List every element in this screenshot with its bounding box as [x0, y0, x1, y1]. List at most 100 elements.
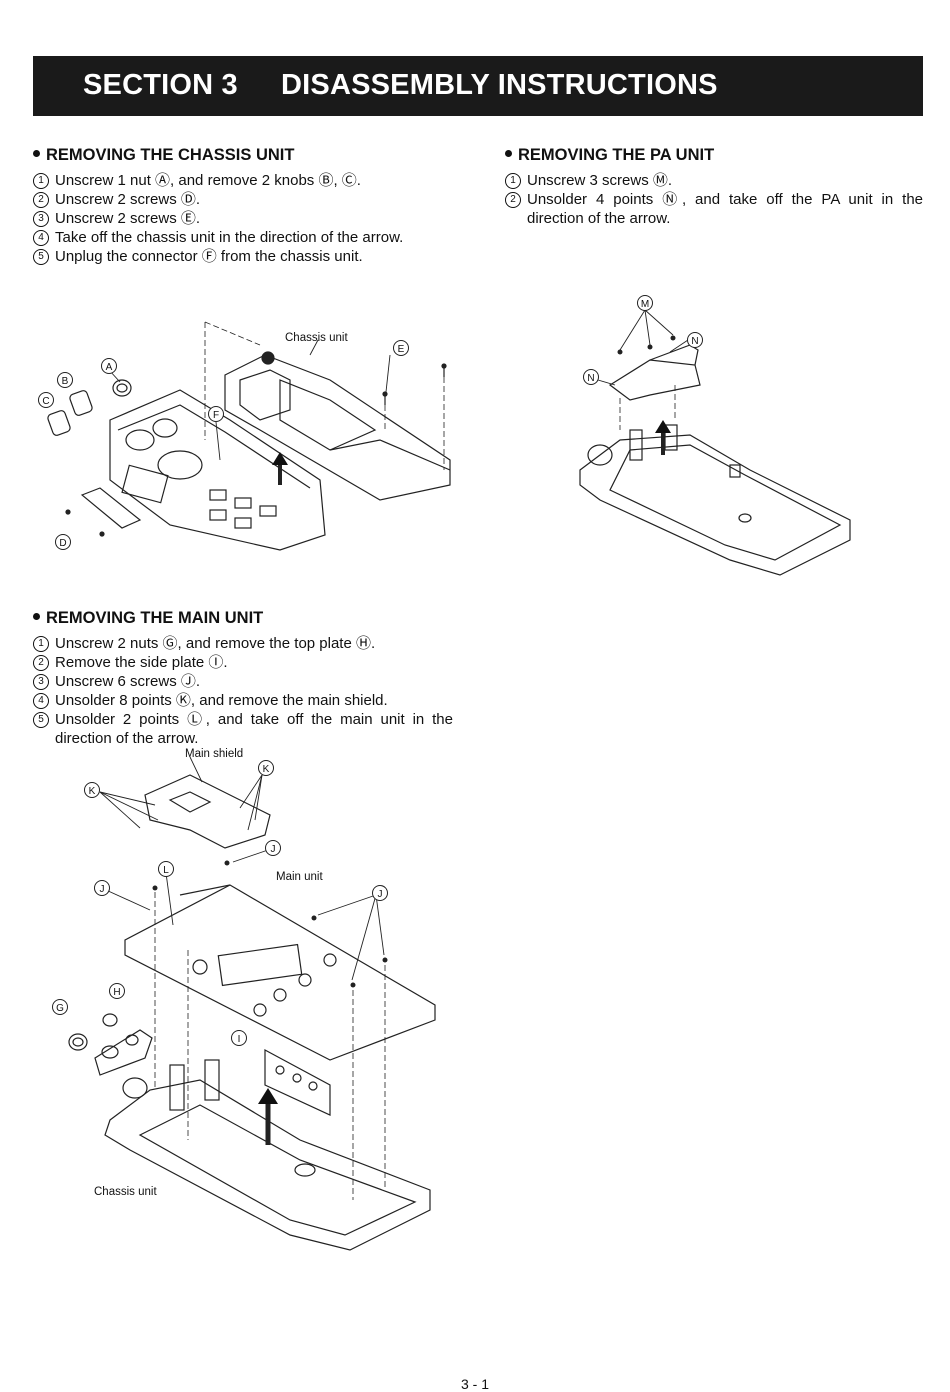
bullet-icon [505, 150, 512, 158]
section-header-banner: SECTION 3 DISASSEMBLY INSTRUCTIONS [33, 56, 923, 116]
chassis-step-list: 1 Unscrew 1 nut Ⓐ, and remove 2 knobs Ⓑ, … [33, 171, 453, 266]
callout-k: K [89, 786, 96, 797]
step-number: 1 [33, 636, 49, 652]
callout-h: H [113, 987, 120, 998]
callout-k: K [263, 764, 270, 775]
callout-a: A [106, 362, 113, 373]
callout-circles [52, 760, 388, 1046]
step-item: 2 Unscrew 2 screws Ⓓ. [33, 190, 453, 209]
step-number: 4 [33, 693, 49, 709]
section-number: SECTION 3 [83, 69, 238, 101]
callout-i: I [238, 1034, 241, 1045]
main-step-list: 1 Unscrew 2 nuts Ⓖ, and remove the top pl… [33, 634, 453, 748]
callout-n: N [587, 373, 594, 384]
pa-step-list: 1 Unscrew 3 screws Ⓜ. 2 Unsolder 4 points … [505, 171, 923, 228]
step-item: 3 Unscrew 6 screws Ⓙ. [33, 672, 453, 691]
callout-j: J [378, 889, 383, 900]
callout-circles [583, 295, 703, 385]
guide-lines [619, 385, 676, 430]
step-text: Unsolder 8 points Ⓚ, and remove the main… [55, 692, 388, 709]
main-disassembly-diagram: K K J L J J G H I Main shield Main unit … [52, 748, 436, 1251]
callout-n: N [691, 336, 698, 347]
callout-circles [38, 340, 409, 550]
main-unit-drawing [124, 884, 436, 1061]
callout-d: D [59, 538, 66, 549]
step-item: 2 Remove the side plate Ⓘ. [33, 653, 453, 672]
screw-drawings [617, 335, 676, 355]
step-item: 1 Unscrew 1 nut Ⓐ, and remove 2 knobs Ⓑ, … [33, 171, 453, 190]
pa-heading: REMOVING THE PA UNIT [505, 145, 923, 165]
step-item: 4 Unsolder 8 points Ⓚ, and remove the mai… [33, 691, 453, 710]
step-item: 1 Unscrew 3 screws Ⓜ. [505, 171, 923, 190]
step-text: Unplug the connector Ⓕ from the chassis … [55, 248, 363, 265]
callout-letters: K K J L J J G H I [56, 764, 382, 1045]
step-text: Unsolder 4 points Ⓝ, and take off the PA… [527, 191, 923, 227]
main-instructions: REMOVING THE MAIN UNIT 1 Unscrew 2 nuts Ⓖ… [33, 608, 453, 748]
step-number: 4 [33, 230, 49, 246]
bullet-icon [33, 150, 40, 158]
step-item: 1 Unscrew 2 nuts Ⓖ, and remove the top pl… [33, 634, 453, 653]
step-number: 3 [33, 211, 49, 227]
pa-instructions: REMOVING THE PA UNIT 1 Unscrew 3 screws Ⓜ… [505, 145, 923, 228]
step-text: Unscrew 2 nuts Ⓖ, and remove the top pla… [55, 635, 376, 652]
step-number: 2 [33, 192, 49, 208]
pa-disassembly-diagram: M N N [579, 295, 851, 576]
radio-body-drawing [109, 389, 326, 551]
step-number: 1 [33, 173, 49, 189]
screw-drawings [152, 860, 388, 988]
step-text: Unscrew 2 screws Ⓓ. [55, 191, 201, 208]
nut-drawings [68, 1013, 118, 1051]
callout-c: C [42, 396, 49, 407]
callout-letters: A B C D E F [42, 344, 404, 549]
leader-lines [597, 309, 689, 386]
main-heading: REMOVING THE MAIN UNIT [33, 608, 453, 628]
step-number: 2 [33, 655, 49, 671]
screw-e-drawings [382, 363, 447, 405]
callout-m: M [641, 299, 649, 310]
page-number: 3 - 1 [460, 1376, 489, 1392]
knob-drawings [47, 379, 132, 436]
chassis-unit-drawing [224, 351, 451, 501]
step-item: 4 Take off the chassis unit in the direct… [33, 228, 453, 247]
step-number: 5 [33, 249, 49, 265]
step-number: 5 [33, 712, 49, 728]
step-text: Unsolder 2 points Ⓛ, and take off the ma… [55, 711, 453, 747]
step-number: 1 [505, 173, 521, 189]
callout-j: J [100, 884, 105, 895]
callout-j: J [271, 844, 276, 855]
chassis-frame-drawing [579, 424, 851, 576]
chassis-disassembly-diagram: A B C D E F Chassis unit [38, 321, 451, 551]
step-item: 2 Unsolder 4 points Ⓝ, and take off the P… [505, 190, 923, 228]
part-labels: Main shield Main unit Chassis unit [94, 748, 323, 1198]
chassis-frame-drawing [104, 1059, 431, 1251]
step-number: 3 [33, 674, 49, 690]
main-unit-label: Main unit [276, 871, 323, 883]
leader-lines [99, 756, 385, 981]
chassis-unit-label: Chassis unit [285, 332, 348, 344]
plate-drawing [65, 487, 142, 537]
step-text: Remove the side plate Ⓘ. [55, 654, 228, 671]
chassis-unit-label: Chassis unit [94, 1186, 157, 1198]
step-item: 3 Unscrew 2 screws Ⓔ. [33, 209, 453, 228]
pa-unit-drawing [608, 344, 701, 401]
step-text: Unscrew 1 nut Ⓐ, and remove 2 knobs Ⓑ, Ⓒ… [55, 172, 361, 189]
guide-lines [154, 892, 386, 1200]
step-text: Take off the chassis unit in the directi… [55, 229, 404, 246]
guide-lines [204, 321, 445, 470]
main-shield-drawing [144, 774, 271, 849]
main-shield-label: Main shield [185, 748, 243, 760]
side-plate-drawing [264, 1048, 331, 1116]
callout-e: E [398, 344, 405, 355]
step-number: 2 [505, 192, 521, 208]
step-item: 5 Unplug the connector Ⓕ from the chassis… [33, 247, 453, 266]
step-item: 5 Unsolder 2 points Ⓛ, and take off the m… [33, 710, 453, 748]
callout-g: G [56, 1003, 64, 1014]
callout-f: F [213, 410, 219, 421]
step-text: Unscrew 3 screws Ⓜ. [527, 172, 673, 189]
callout-letters: M N N [587, 299, 698, 384]
step-text: Unscrew 6 screws Ⓙ. [55, 673, 201, 690]
step-text: Unscrew 2 screws Ⓔ. [55, 210, 201, 227]
callout-b: B [62, 376, 69, 387]
top-plate-drawing [94, 1029, 153, 1076]
